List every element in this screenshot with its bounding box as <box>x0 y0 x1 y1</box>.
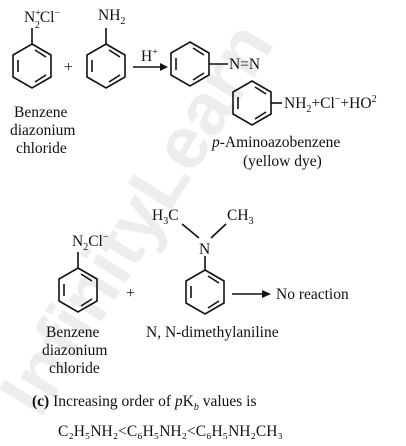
reactant2-name-line-1: Benzene <box>46 324 99 341</box>
catalyst-label: H+ <box>141 47 158 65</box>
reactant2-name-line-3: chloride <box>49 360 100 377</box>
dimethylaniline-name: N, N-dimethylaniline <box>146 324 279 341</box>
benzene-ring-diazonium <box>12 28 52 89</box>
benzene-ring-diazonium-2 <box>58 252 98 313</box>
product-note: (yellow dye) <box>243 153 322 170</box>
no-reaction-label: No reaction <box>276 286 349 303</box>
plus-sign-1: + <box>64 59 73 76</box>
diazonium-formula-2: N2Cl− <box>72 232 109 253</box>
methyl-left: H3C <box>152 207 179 227</box>
aniline-formula: NH2 <box>98 7 125 27</box>
pkb-order: C₂H₅NH₂<C₆H₅NH₂<C₆H₅NH₂CH₃ <box>58 423 283 440</box>
methyl-right: CH3 <box>227 207 254 227</box>
reactant-name-line-3: chloride <box>16 140 67 157</box>
amine-nitrogen: N <box>199 241 210 258</box>
part-c-statement: (c) Increasing order of pKb values is <box>32 393 257 413</box>
plus-sign-2: + <box>126 285 135 302</box>
product-side-formula: NH2+Cl−+HO2 <box>284 94 377 115</box>
azo-group: N=N <box>229 56 260 73</box>
reactant-name-line-1: Benzene <box>14 104 67 121</box>
reactant-name-line-2: diazonium <box>10 122 75 139</box>
reactant2-name-line-2: diazonium <box>42 342 107 359</box>
product-name: p-Aminoazobenzene <box>211 134 340 151</box>
benzene-ring-dimethylaniline <box>185 269 225 315</box>
reaction-arrow-1 <box>133 63 168 71</box>
svg-text:N+2Cl−: N+2Cl− <box>24 8 61 31</box>
benzene-ring-product <box>232 80 282 126</box>
diazonium-formula: N+2Cl− <box>24 8 61 31</box>
benzene-ring-azo <box>170 41 228 87</box>
reaction-arrow-2 <box>232 290 271 298</box>
amine-bonds <box>181 223 227 270</box>
benzene-ring-aniline <box>86 28 126 89</box>
